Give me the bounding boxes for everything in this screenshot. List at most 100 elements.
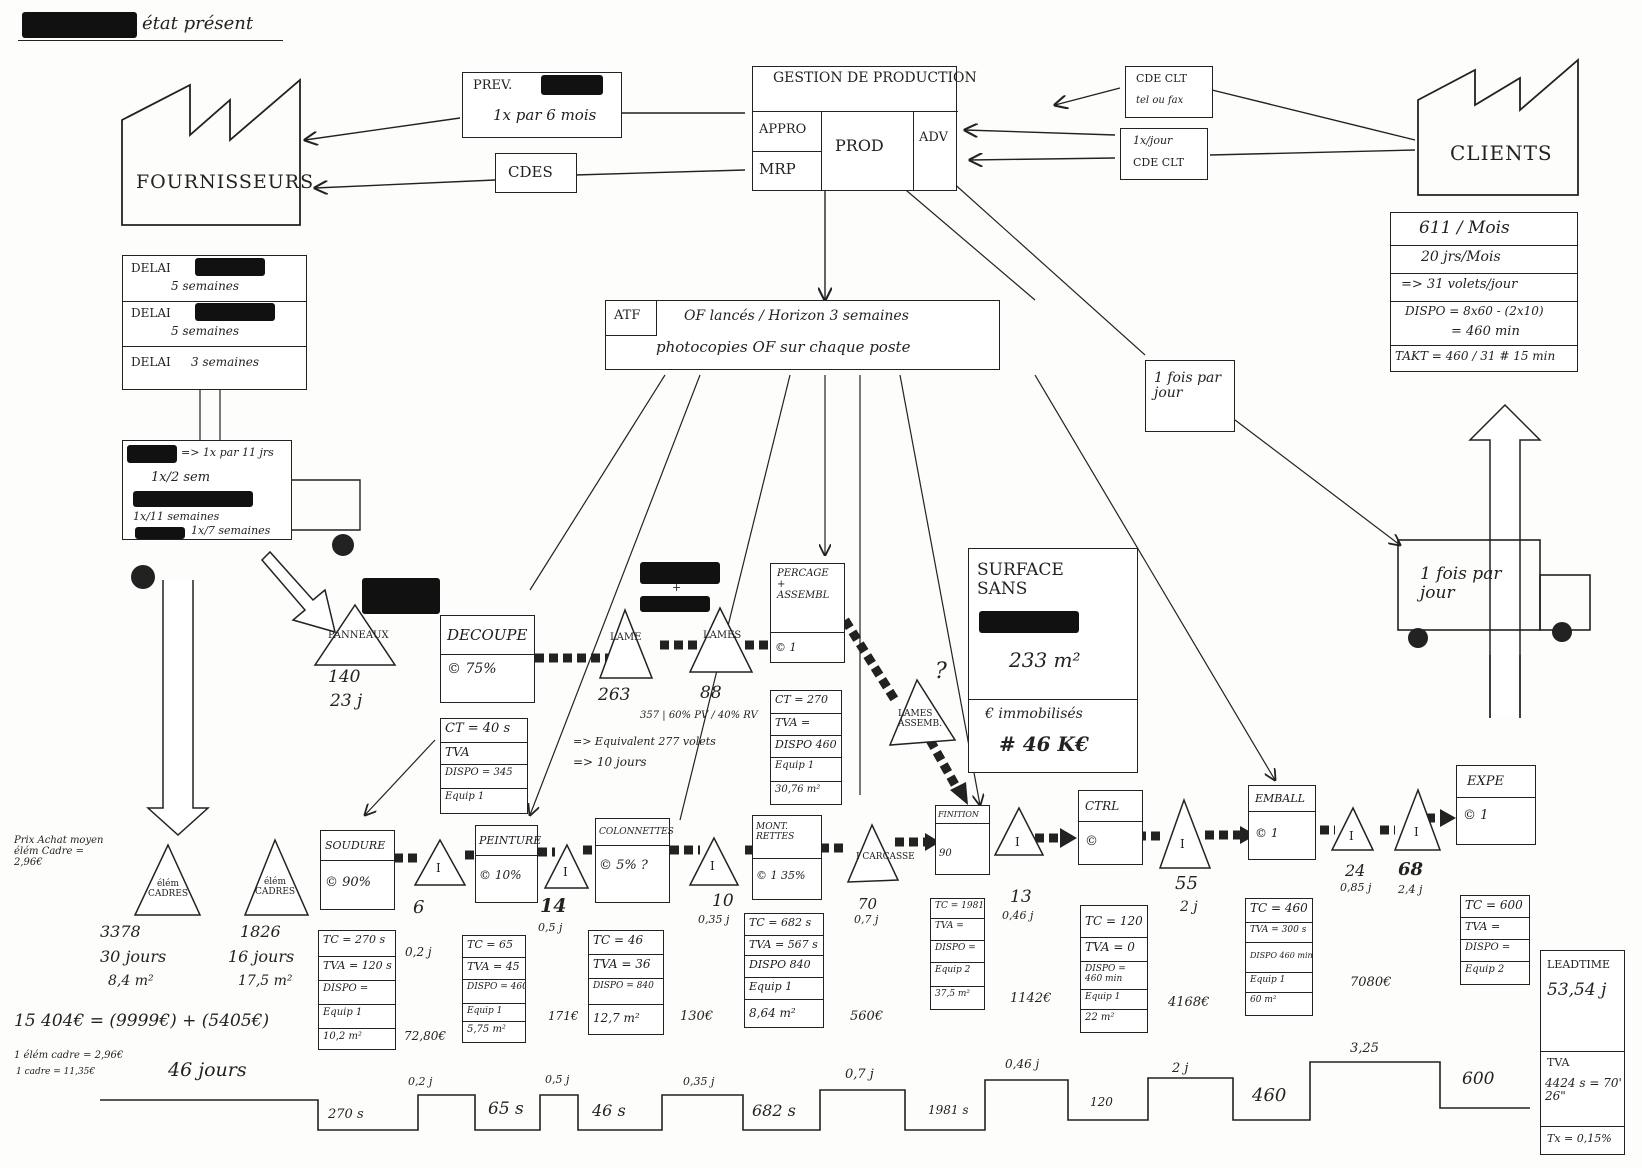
data-box-emball: TC = 460 TVA = 300 s DISPO 460 min Equip… [1245, 898, 1313, 1016]
tva-label: TVA [1547, 1056, 1570, 1069]
process-name: MONT. RETTES [753, 816, 821, 859]
redacted-block [22, 12, 137, 38]
lames-assemb-label: LAMES ASSEMB. [898, 709, 942, 729]
data-row: Equip 1 [463, 1004, 525, 1022]
data-box-finition: TC = 1981 TVA = DISPO = Equip 2 37,5 m² [930, 898, 985, 1010]
data-row: 5,75 m² [467, 1024, 506, 1035]
data-box-ctrl: TC = 120 TVA = 0 DISPO = 460 min Equip 1… [1080, 905, 1148, 1033]
data-row: DISPO 840 [745, 956, 823, 978]
data-row: TVA = 120 s [319, 957, 395, 981]
data-box-colonnettes: TC = 46 TVA = 36 DISPO = 840 12,7 m² [588, 930, 664, 1035]
elem-cadres-label-2: élém CADRES [254, 877, 296, 897]
planning-line-1: OF lancés / Horizon 3 semaines [684, 308, 909, 324]
planning-box: ATF OF lancés / Horizon 3 semaines photo… [605, 300, 1000, 370]
lames-qty: 88 [700, 683, 722, 703]
shipping-freq-label: 1 fois par jour [1154, 370, 1222, 402]
data-row: TVA = 36 [589, 955, 663, 979]
timeline-top-label: 2 j [1172, 1061, 1189, 1076]
timeline-bottom-label: 682 s [752, 1101, 796, 1120]
cost-sum: 15 404€ = (9999€) + (5405€) [14, 1011, 270, 1031]
leadtime-box: LEADTIME 53,54 j TVA 4424 s = 70' 26" Tx… [1540, 950, 1625, 1155]
truck-line-2: 1x/2 sem [151, 470, 211, 485]
data-row: DISPO = 460 [463, 980, 525, 1004]
timeline-bottom-label: 600 [1462, 1069, 1495, 1089]
price-note: Prix Achat moyen élém Cadre = 2,96€ [14, 835, 104, 868]
timeline-top-label: 0,5 j [545, 1073, 570, 1086]
triangle-i-6 [1158, 797, 1212, 869]
process-name: SOUDURE [321, 831, 394, 861]
inv7-days: 0,85 j [1340, 881, 1372, 894]
data-row: TC = 460 [1246, 899, 1312, 923]
per-day-value: => 31 volets/jour [1401, 277, 1518, 292]
i-label-7: I [1349, 829, 1354, 843]
timeline-top-label: 46 jours [168, 1059, 247, 1081]
surface-value: 233 m² [1009, 648, 1081, 672]
tva-value: 4424 s = 70' 26" [1545, 1076, 1622, 1104]
process-name: COLONNETTES [596, 819, 674, 846]
triangle-i-3 [688, 836, 740, 886]
triangle-panneaux [313, 603, 397, 666]
mrp-label: MRP [759, 160, 796, 178]
data-row: TVA [441, 743, 527, 765]
triangle-i-4 [846, 823, 900, 883]
cost-value: 72,80€ [404, 1029, 446, 1043]
panneaux-label: PANNEAUX [328, 630, 389, 641]
question-mark: ? [935, 659, 947, 684]
data-row: TC = 600 [1461, 896, 1529, 918]
timeline-top-label: 0,46 j [1005, 1057, 1040, 1071]
data-row: TVA = 567 s [745, 936, 823, 956]
supplier-truck-icon [131, 479, 361, 589]
immobilized-amount: # 46 K€ [999, 732, 1089, 756]
delay-value-2: 5 semaines [171, 324, 240, 338]
delay-label-2: DELAI [131, 306, 171, 320]
data-row: TVA = 45 [463, 958, 525, 980]
timeline-bottom-label: 460 [1252, 1085, 1287, 1106]
title-underline [18, 40, 283, 41]
timeline-bottom-label: 270 s [328, 1107, 364, 1122]
inv2-days: 0,5 j [538, 921, 563, 934]
page-title: état présent [142, 13, 254, 34]
inv1-days: 0,2 j [405, 945, 432, 959]
data-row: 60 m² [1250, 995, 1277, 1005]
customer-order-box: CDE CLT tel ou fax [1125, 66, 1213, 118]
dispo-value: DISPO = 8x60 - (2x10) [1405, 304, 1544, 318]
timeline-line [100, 1061, 1530, 1131]
process-operator: © 75% [447, 661, 497, 677]
atf-label: ATF [614, 308, 641, 323]
process-name: DECOUPE [441, 616, 534, 655]
data-row: TC = 65 [463, 936, 525, 958]
process-finition: FINITION 90 [935, 805, 990, 875]
data-box-peinture: TC = 65 TVA = 45 DISPO = 460 Equip 1 5,7… [462, 935, 526, 1043]
data-row: TC = 682 s [745, 914, 823, 936]
triangle-i-2 [543, 843, 590, 889]
customer-daily-box: 1x/jour CDE CLT [1120, 128, 1208, 180]
panneaux-days: 23 j [330, 691, 363, 711]
panneaux-qty: 140 [328, 667, 361, 687]
data-row: 22 m² [1085, 1012, 1115, 1023]
elem2-area: 17,5 m² [238, 973, 293, 989]
lames-note-2: => Equivalent 277 volets [573, 735, 716, 748]
surface-box: SURFACE SANS 233 m² € immobilisés # 46 K… [968, 548, 1138, 773]
cost-value: 560€ [850, 1009, 884, 1024]
cde-clt-label: CDE CLT [1136, 72, 1187, 85]
data-row: DISPO = [1461, 940, 1529, 962]
lames-note-1: 357 | 60% PV / 40% RV [640, 710, 758, 721]
data-row: 12,7 m² [593, 1011, 640, 1025]
process-colonnettes: COLONNETTES © 5% ? [595, 818, 674, 903]
data-box-expe: TC = 600 TVA = DISPO = Equip 2 [1460, 895, 1530, 985]
triangle-i-8 [1393, 787, 1442, 851]
inv7-qty: 24 [1345, 861, 1366, 880]
cost-value: 1142€ [1010, 991, 1052, 1006]
truck-line-4: 1x/7 semaines [191, 524, 271, 537]
process-name: PEINTURE [476, 826, 541, 856]
inv6-days: 2 j [1180, 899, 1198, 915]
data-row: Equip 2 [1465, 964, 1505, 975]
cost-value: 7080€ [1350, 975, 1392, 990]
immobilized-label: € immobilisés [985, 706, 1083, 722]
customer-label: CLIENTS [1450, 141, 1553, 165]
process-operator: © 5% ? [599, 858, 648, 873]
i-label-4: I CARCASSE [856, 852, 915, 862]
process-operator: © 1 [1255, 826, 1279, 840]
data-row: CT = 270 [771, 691, 841, 714]
cdes-label: CDES [508, 163, 553, 181]
